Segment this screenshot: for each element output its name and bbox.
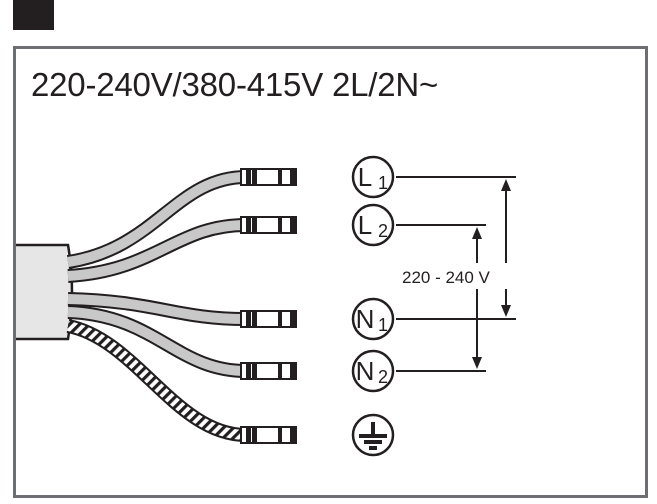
section-marker bbox=[13, 0, 54, 30]
voltage-arrow-l1-n1 bbox=[501, 179, 511, 317]
terminal-index: 2 bbox=[378, 221, 388, 241]
wiring-diagram: 220-240V/380-415V 2L/2N~ bbox=[13, 46, 648, 498]
cable-sheath bbox=[16, 243, 74, 341]
supply-voltage-heading: 220-240V/380-415V 2L/2N~ bbox=[31, 66, 439, 103]
terminal-letter: N bbox=[356, 356, 375, 386]
conductor-l1 bbox=[66, 170, 247, 269]
conductor-earth bbox=[66, 319, 247, 442]
terminal-letter: L bbox=[358, 210, 372, 240]
terminal-letter: N bbox=[356, 304, 375, 334]
voltage-label: 220 - 240 V bbox=[402, 268, 491, 287]
conductor-n1 bbox=[67, 292, 247, 326]
terminal-earth bbox=[351, 413, 395, 457]
voltage-arrow-l2-n2 bbox=[472, 227, 482, 369]
ferrule-5 bbox=[240, 426, 297, 444]
conductor-n2 bbox=[67, 305, 247, 378]
ferrule-1 bbox=[240, 168, 297, 186]
terminal-index: 1 bbox=[378, 315, 388, 335]
ferrule-2 bbox=[240, 216, 297, 234]
earth-ground-icon bbox=[359, 422, 387, 450]
voltage-label-backing bbox=[398, 263, 510, 289]
ferrule-3 bbox=[240, 310, 297, 328]
conductor-l2 bbox=[67, 218, 247, 283]
terminal-index: 2 bbox=[378, 367, 388, 387]
terminal-letter: L bbox=[358, 162, 372, 192]
terminal-index: 1 bbox=[378, 173, 388, 193]
ferrule-4 bbox=[240, 362, 297, 380]
